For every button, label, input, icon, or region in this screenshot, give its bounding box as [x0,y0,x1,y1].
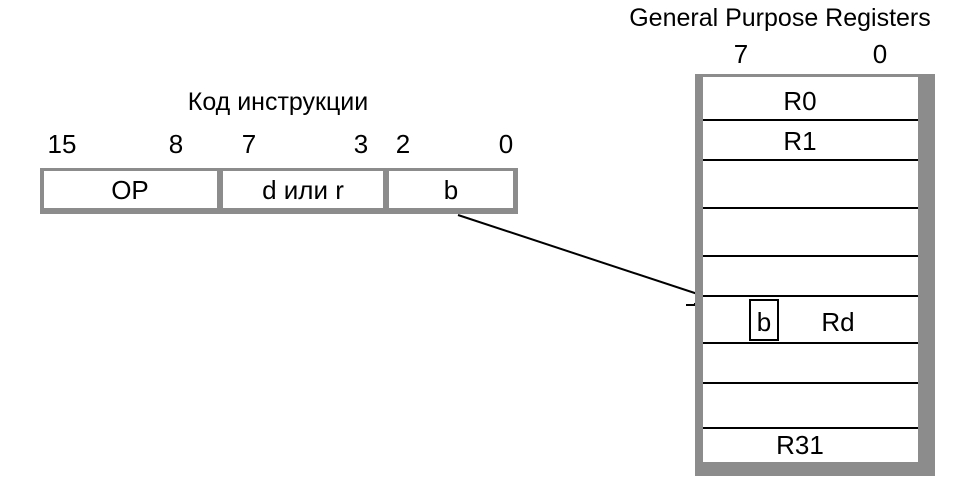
bit-label-3: 3 [354,129,368,159]
register-r0-label: R0 [783,86,816,116]
arrow-line [457,214,723,303]
instruction-title: Код инструкции [188,88,368,116]
bit-label-0: 0 [499,129,513,159]
field-op-label: OP [111,175,149,205]
rd-bit-box [749,299,779,341]
bit-label-2: 2 [396,129,410,159]
register-dividers [703,119,918,429]
reg-bit-label-7: 7 [734,39,748,69]
instruction-bit-labels: 15 8 7 3 2 0 [48,129,514,159]
register-r1-label: R1 [783,126,816,156]
pointer-arrow [457,214,725,306]
instruction-fields: OP d или r b [40,168,518,214]
bit-label-8: 8 [169,129,183,159]
instruction-format: Код инструкции 15 8 7 3 2 0 OP d или r b [40,88,518,214]
registers-title: General Purpose Registers [629,4,931,32]
field-d-or-r-box [223,171,383,208]
field-d-or-r-label: d или r [262,175,344,205]
register-interior [703,77,918,462]
register-r31-label: R31 [776,430,824,460]
register-file: General Purpose Registers 7 0 R0 R1 b Rd… [629,4,935,476]
reg-bit-label-0: 0 [873,39,887,69]
rd-bit-box-label: b [757,307,771,337]
bit-label-15: 15 [48,129,77,159]
field-op-box [44,171,217,208]
field-b-box [389,171,513,208]
register-rd-label: Rd [821,307,854,337]
field-b-label: b [444,175,458,205]
bit-label-7: 7 [242,129,256,159]
